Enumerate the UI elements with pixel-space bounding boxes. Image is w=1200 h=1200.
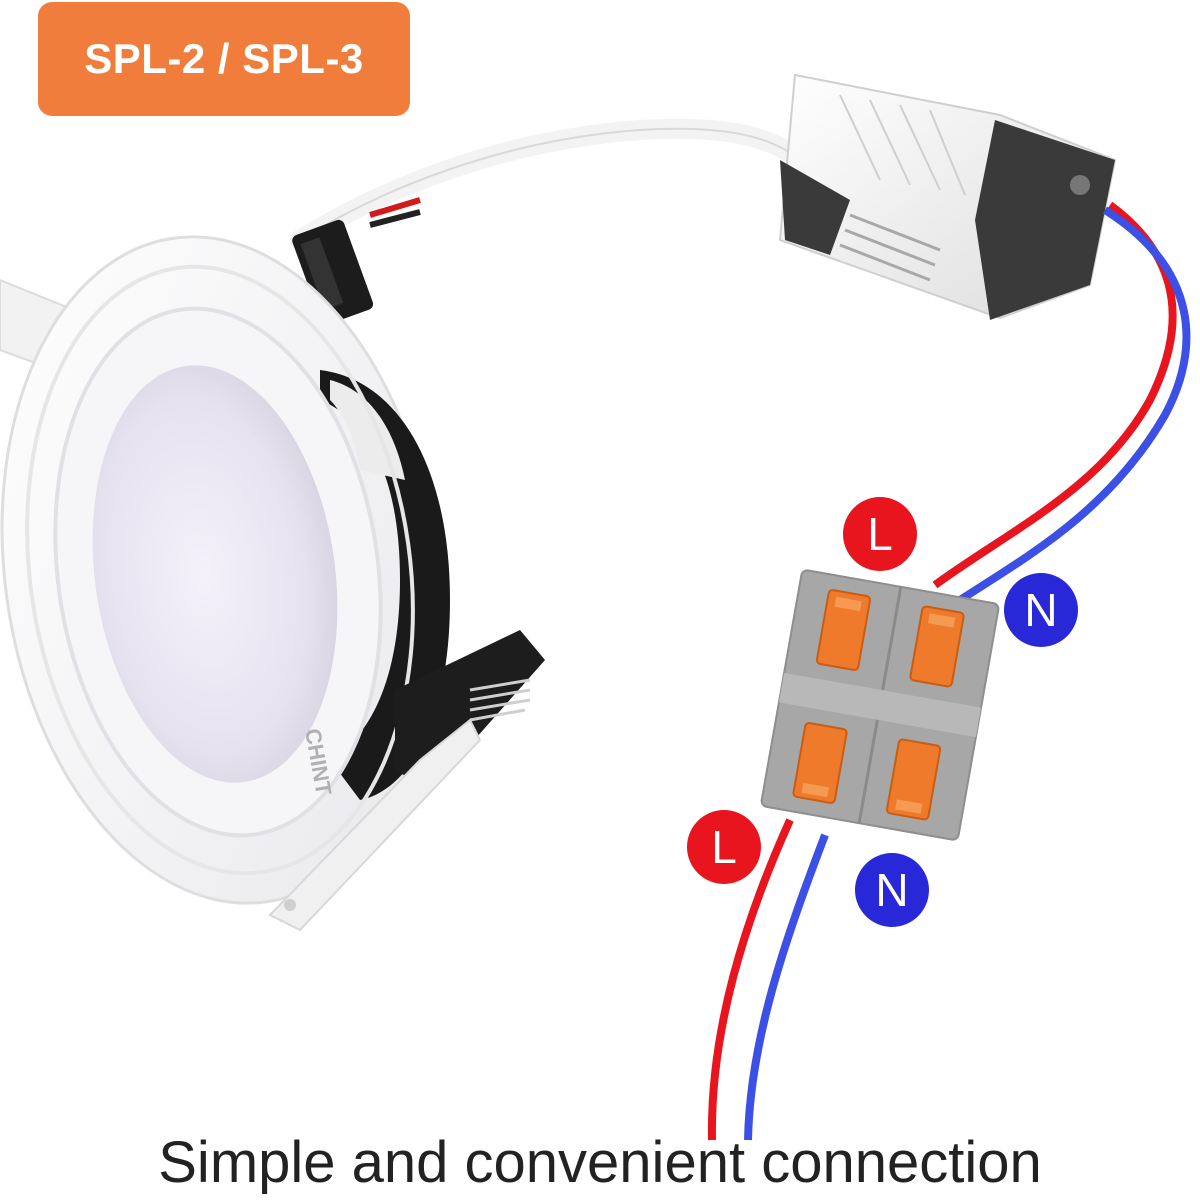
neutral-marker-upper: N	[1004, 573, 1078, 647]
led-driver	[778, 73, 1117, 320]
spring-clip	[268, 630, 545, 932]
model-badge: SPL-2 / SPL-3	[38, 2, 410, 116]
connector-plug	[292, 219, 374, 325]
live-wire-lower	[707, 818, 794, 1141]
downlight: CHINT	[0, 235, 450, 905]
neutral-wire-upper	[957, 206, 1191, 604]
neutral-marker-lower: N	[855, 853, 929, 927]
caption: Simple and convenient connection	[158, 1130, 1042, 1195]
live-marker-upper: L	[843, 497, 917, 571]
live-marker-lower: L	[687, 810, 761, 884]
neutral-wire-lower	[744, 833, 829, 1141]
lever-connector	[760, 569, 1000, 841]
